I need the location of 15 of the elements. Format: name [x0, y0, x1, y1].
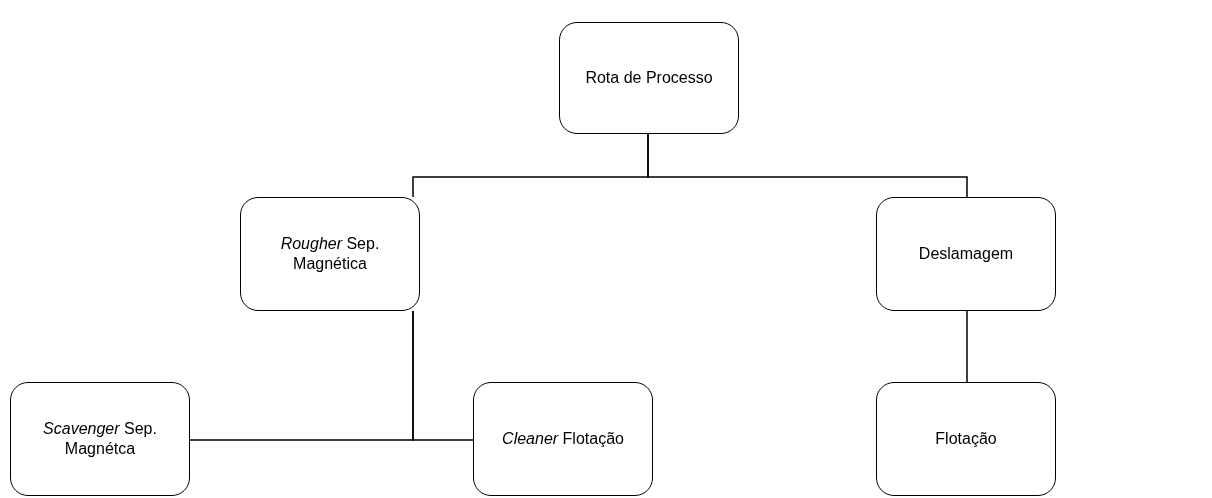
process-box: [473, 382, 653, 496]
connector-line: [647, 133, 968, 198]
process-box: [876, 197, 1056, 311]
box-label: Cleaner Flotação: [502, 429, 624, 449]
box-label: Flotação: [935, 429, 997, 449]
process-box: [240, 197, 420, 311]
box-label: Rougher Sep. Magnética: [279, 234, 381, 274]
process-box: [10, 382, 190, 496]
box-label: Scavenger Sep. Magnétca: [42, 419, 158, 459]
box-label: Rota de Processo: [585, 68, 713, 88]
process-box: [876, 382, 1056, 496]
connector-line: [966, 310, 968, 383]
process-box: [559, 22, 739, 134]
connector-line: [412, 310, 474, 441]
box-label: Deslamagem: [918, 244, 1014, 264]
